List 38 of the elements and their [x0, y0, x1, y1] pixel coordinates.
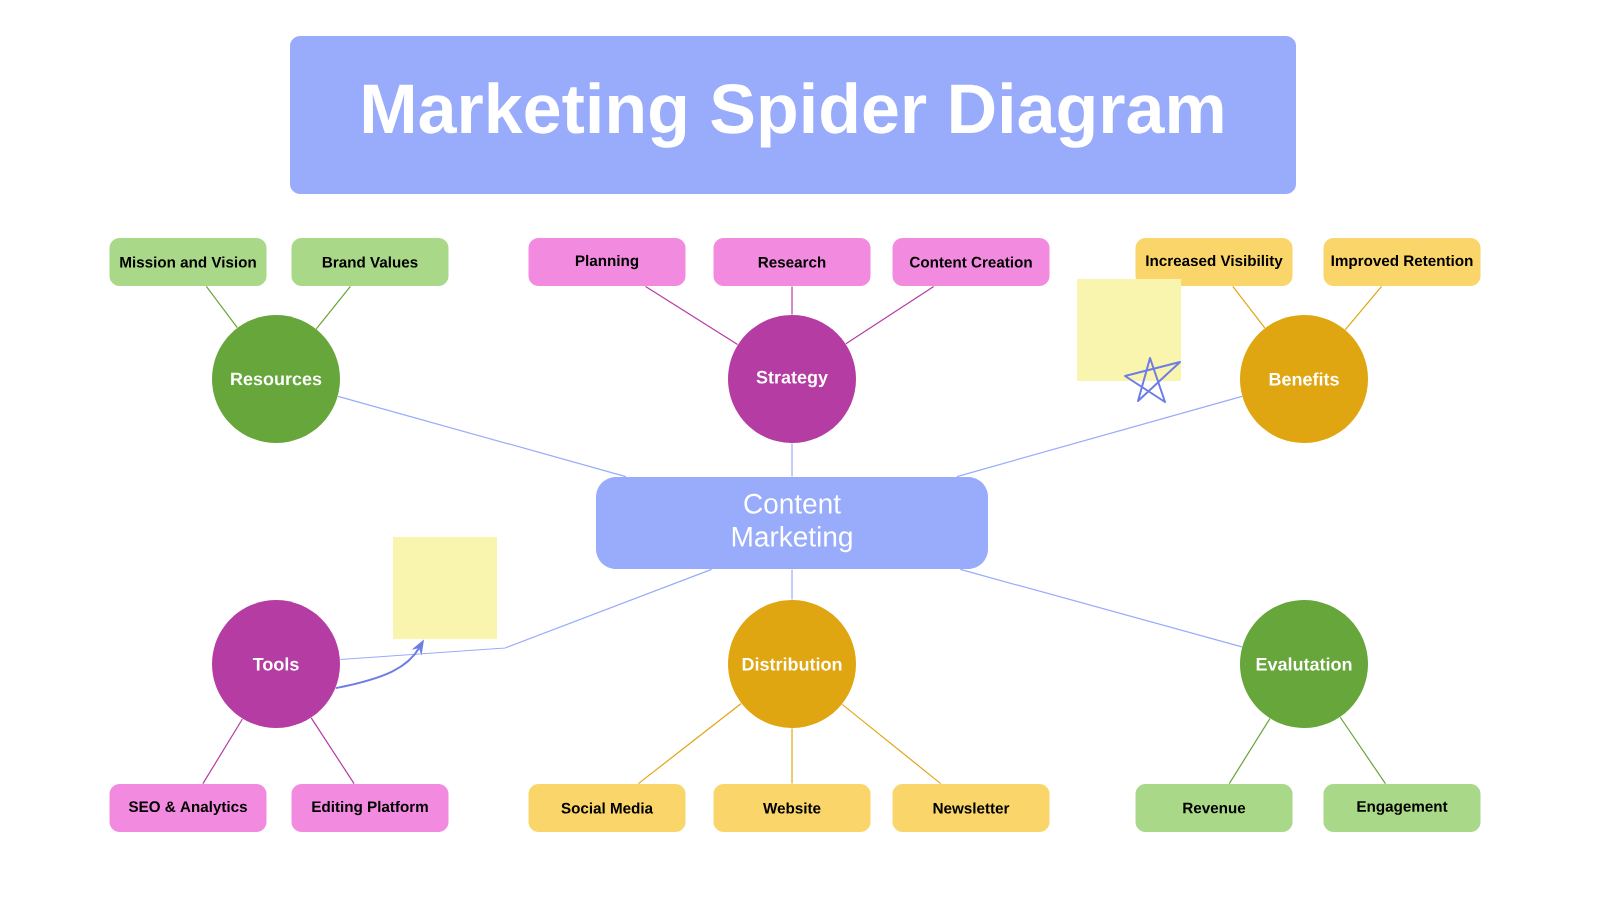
topic-box: Planning — [528, 238, 686, 286]
sticky-note — [1077, 279, 1181, 381]
connector-line — [337, 395, 627, 478]
connector-line — [645, 285, 739, 346]
connector-line — [841, 703, 942, 785]
topic-box: Social Media — [528, 784, 686, 832]
connector-line — [1228, 718, 1271, 785]
connector-line — [310, 717, 355, 785]
connector-line — [637, 702, 742, 785]
connector-line — [1232, 285, 1266, 329]
connector-line — [791, 568, 793, 601]
connector-line — [315, 285, 351, 330]
sticky-note — [393, 537, 497, 639]
topic-box: Content Creation — [892, 238, 1050, 286]
topic-box: Increased Visibility — [1135, 238, 1293, 286]
central-box: Content Marketing — [596, 477, 988, 569]
topic-box: Mission and Vision — [109, 238, 267, 286]
connector-line — [956, 395, 1243, 478]
connector-line — [1344, 285, 1383, 331]
topic-box: Editing Platform — [291, 784, 449, 832]
connector-line — [791, 285, 793, 316]
title-banner: Marketing Spider Diagram — [290, 36, 1296, 194]
connector-line — [205, 285, 238, 329]
topic-box: Research — [713, 238, 871, 286]
topic-box: Website — [713, 784, 871, 832]
connector-line — [791, 442, 793, 478]
topic-box: Revenue — [1135, 784, 1293, 832]
connector-line — [845, 285, 935, 345]
connector-line — [1339, 716, 1386, 785]
topic-box: Engagement — [1323, 784, 1481, 832]
topic-box: Improved Retention — [1323, 238, 1481, 286]
connector-line — [339, 568, 713, 661]
connector-line — [202, 718, 243, 785]
topic-box: Newsletter — [892, 784, 1050, 832]
connector-line — [791, 727, 793, 785]
topic-box: SEO & Analytics — [109, 784, 267, 832]
topic-box: Brand Values — [291, 238, 449, 286]
connector-line — [959, 568, 1243, 648]
